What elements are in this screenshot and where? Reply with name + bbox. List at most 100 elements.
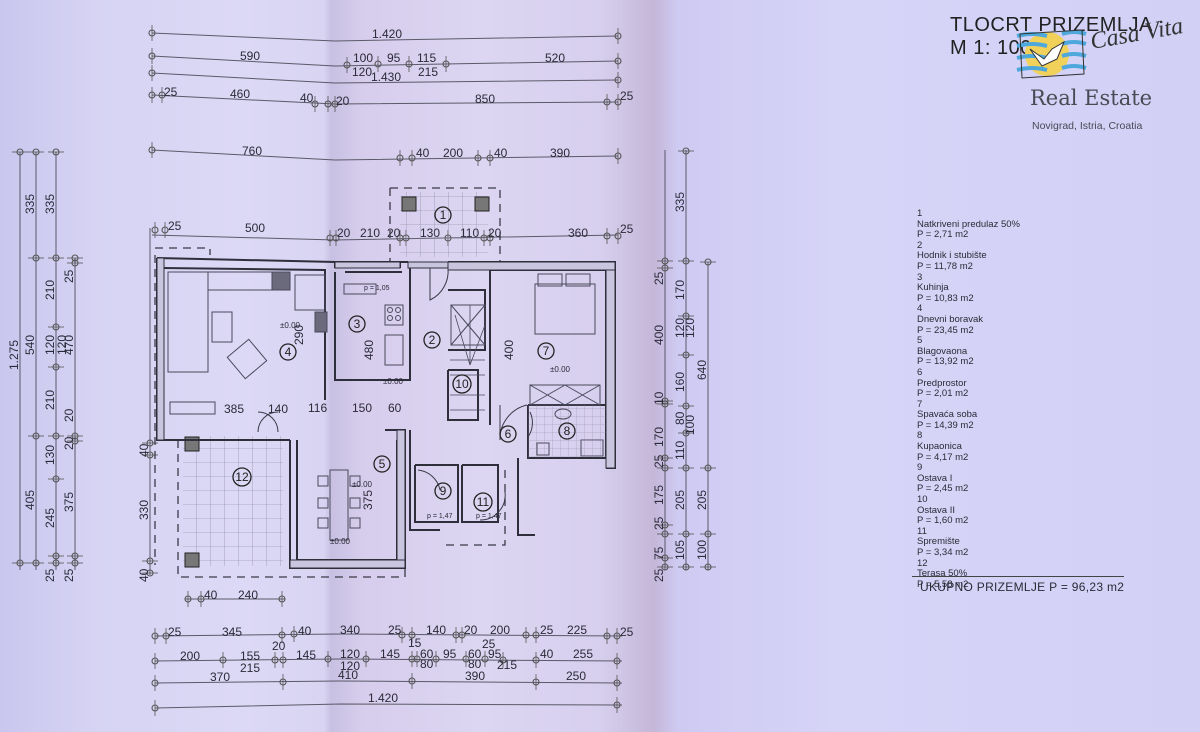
svg-text:120: 120: [340, 659, 360, 673]
svg-text:40: 40: [494, 146, 508, 160]
svg-text:40: 40: [300, 91, 314, 105]
svg-text:40: 40: [298, 624, 312, 638]
svg-text:60: 60: [468, 647, 482, 661]
svg-text:60: 60: [388, 401, 402, 415]
svg-text:4: 4: [285, 345, 292, 359]
svg-text:200: 200: [443, 146, 463, 160]
svg-text:20: 20: [387, 226, 401, 240]
svg-text:20: 20: [337, 226, 351, 240]
svg-text:640: 640: [695, 360, 709, 380]
furniture: [167, 271, 604, 541]
svg-text:7: 7: [543, 344, 550, 358]
svg-text:345: 345: [222, 625, 242, 639]
dove-logo-icon: [1016, 29, 1087, 79]
svg-text:40: 40: [137, 443, 151, 457]
svg-text:470: 470: [62, 335, 76, 355]
svg-text:25: 25: [62, 269, 76, 283]
svg-text:105: 105: [673, 540, 687, 560]
svg-text:25: 25: [164, 85, 178, 99]
svg-text:p = 1,47: p = 1,47: [427, 513, 453, 520]
svg-text:25: 25: [62, 568, 76, 582]
terrace-tiles: [183, 436, 283, 566]
svg-text:95: 95: [443, 647, 457, 661]
room-markers: 1 2 3 4 5 6 7 8 9 10 11 12: [232, 206, 576, 512]
svg-text:p = 1,05: p = 1,05: [364, 285, 390, 292]
svg-text:25: 25: [652, 271, 666, 285]
svg-text:390: 390: [550, 146, 570, 160]
svg-text:360: 360: [568, 226, 588, 240]
svg-text:480: 480: [362, 340, 376, 360]
svg-text:130: 130: [43, 445, 57, 465]
svg-text:155: 155: [240, 649, 260, 663]
svg-text:250: 250: [566, 669, 586, 683]
svg-text:385: 385: [224, 402, 244, 416]
svg-text:40: 40: [540, 647, 554, 661]
svg-text:215: 215: [497, 658, 517, 672]
svg-text:80: 80: [420, 657, 434, 671]
svg-text:400: 400: [652, 325, 666, 345]
svg-text:215: 215: [418, 65, 438, 79]
svg-text:120: 120: [55, 335, 69, 355]
svg-text:460: 460: [230, 87, 250, 101]
svg-text:160: 160: [673, 372, 687, 392]
svg-text:400: 400: [502, 340, 516, 360]
bathroom-tiles: [528, 405, 606, 458]
svg-text:140: 140: [426, 623, 446, 637]
svg-text:1: 1: [440, 208, 447, 222]
svg-text:25: 25: [168, 219, 182, 233]
svg-text:145: 145: [380, 647, 400, 661]
left-dimension-labels: 1.275 335 540 405 335 210 120 210 130 24…: [7, 194, 151, 582]
svg-text:25: 25: [43, 568, 57, 582]
svg-text:25: 25: [620, 89, 634, 103]
svg-text:3: 3: [354, 317, 361, 331]
svg-text:±0.00: ±0.00: [383, 377, 404, 386]
brand-location: Novigrad, Istria, Croatia: [1032, 120, 1143, 132]
svg-text:150: 150: [352, 401, 372, 415]
svg-text:205: 205: [695, 490, 709, 510]
svg-text:1.420: 1.420: [372, 27, 402, 41]
svg-text:11: 11: [477, 495, 490, 509]
svg-text:375: 375: [62, 492, 76, 512]
svg-text:335: 335: [43, 194, 57, 214]
svg-text:20: 20: [62, 436, 76, 450]
svg-text:200: 200: [180, 649, 200, 663]
wall-fills: [156, 257, 616, 569]
svg-text:405: 405: [23, 490, 37, 510]
svg-text:40: 40: [416, 146, 430, 160]
svg-text:340: 340: [340, 623, 360, 637]
svg-text:80: 80: [468, 657, 482, 671]
svg-text:1.430: 1.430: [371, 70, 401, 84]
svg-text:60: 60: [420, 647, 434, 661]
roof-outlines: [154, 187, 506, 578]
total-divider: [912, 576, 1124, 577]
svg-text:520: 520: [545, 51, 565, 65]
svg-text:25: 25: [652, 568, 666, 582]
right-dimension-labels: 25 400 10 170 25 175 25 75 25 335 170 12…: [652, 192, 709, 582]
level-markers: ±0.00 ±0.00 ±0.00 ±0.00 ±0.00 p = 1,05 p…: [280, 285, 571, 546]
scale-label: M 1: 100: [950, 37, 1032, 59]
svg-text:25: 25: [652, 454, 666, 468]
svg-text:200: 200: [490, 623, 510, 637]
svg-text:850: 850: [475, 92, 495, 106]
svg-text:210: 210: [360, 226, 380, 240]
svg-text:120: 120: [340, 647, 360, 661]
svg-text:80: 80: [673, 411, 687, 425]
svg-text:25: 25: [388, 623, 402, 637]
svg-text:215: 215: [240, 661, 260, 675]
svg-text:210: 210: [43, 280, 57, 300]
svg-text:760: 760: [242, 144, 262, 158]
svg-text:245: 245: [43, 508, 57, 528]
svg-text:100: 100: [353, 51, 373, 65]
svg-text:100: 100: [695, 540, 709, 560]
svg-text:2: 2: [429, 333, 436, 347]
